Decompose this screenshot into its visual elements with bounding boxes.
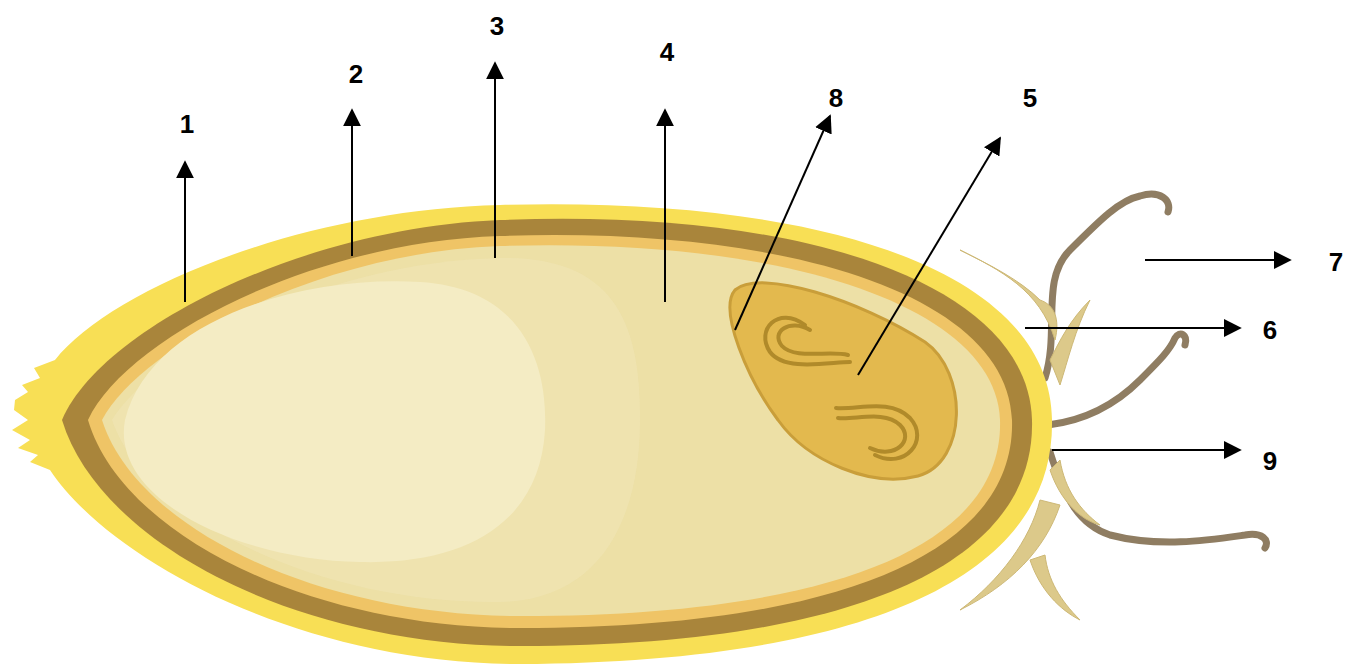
callout-number: 4 — [660, 39, 674, 65]
pericarp — [12, 204, 1052, 664]
callout-number: 8 — [829, 85, 843, 111]
embryo — [730, 283, 956, 479]
callout-number: 2 — [349, 61, 363, 87]
callout-number: 6 — [1263, 317, 1277, 343]
callout-number: 3 — [490, 13, 504, 39]
callout-number: 5 — [1023, 85, 1037, 111]
endosperm-inner — [112, 258, 640, 602]
endosperm — [102, 245, 1000, 616]
root-hairs — [1045, 194, 1266, 548]
leader-lines — [185, 63, 1290, 450]
seed-coat — [62, 219, 1032, 646]
starchy-region — [124, 281, 545, 562]
callout-number: 9 — [1263, 448, 1277, 474]
aleurone-layer — [88, 235, 1012, 628]
callout-number: 1 — [180, 111, 194, 137]
embryo-axis — [765, 318, 917, 459]
callout-number: 7 — [1329, 249, 1343, 275]
